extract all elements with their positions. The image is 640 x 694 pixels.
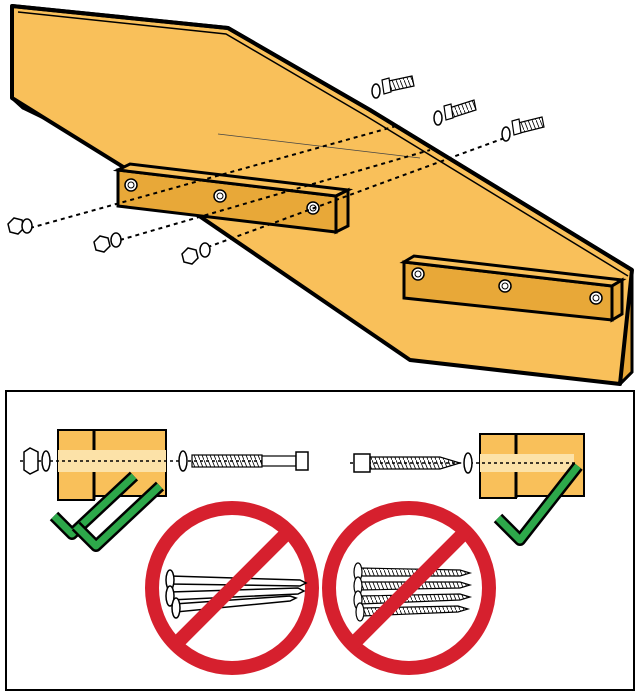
- nut-washer-set: [7, 217, 33, 235]
- no-screws-icon: [322, 501, 496, 675]
- no-nails-icon: [145, 501, 319, 675]
- nut-washer-set: [181, 242, 211, 265]
- cleat-bolt-hole: [124, 178, 138, 192]
- cleat-bolt-hole: [589, 291, 603, 305]
- checkmark-icon: [493, 462, 583, 546]
- bolt-with-washer: [501, 116, 545, 142]
- bolt-with-washer: [433, 99, 477, 126]
- nut-washer-set: [93, 232, 122, 253]
- lower-cleat: [399, 254, 627, 323]
- washer-icon: [41, 450, 51, 472]
- fastener-axis-lines: [29, 124, 511, 251]
- double-checkmark-icon: [49, 471, 165, 552]
- washer-icon: [463, 452, 473, 474]
- upper-cleat: [112, 162, 354, 235]
- bolt-with-washer: [371, 75, 415, 99]
- cleat-bolt-hole: [498, 279, 512, 293]
- washer-icon: [178, 450, 188, 472]
- cleat-bolt-hole: [213, 189, 227, 203]
- nut-icon: [23, 447, 39, 475]
- cleat-bolt-hole: [411, 267, 425, 281]
